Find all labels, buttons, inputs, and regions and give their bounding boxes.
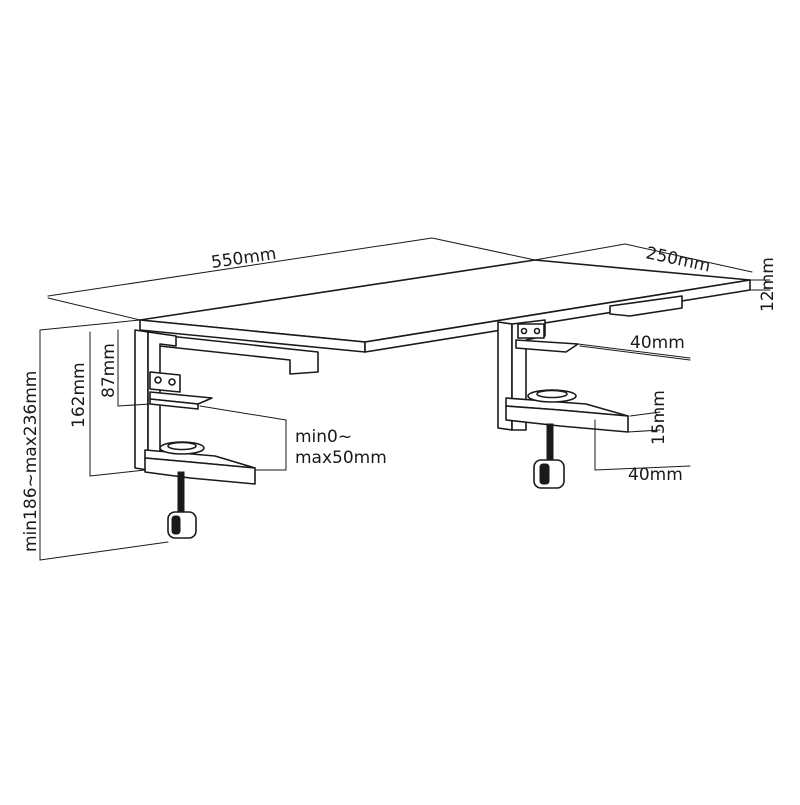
foot-width-label: 40mm: [628, 465, 683, 485]
dimension-lines: [39, 237, 771, 561]
thickness-label: 12mm: [758, 257, 778, 312]
pad-height-label: 15mm: [649, 390, 669, 445]
width-label: 550mm: [210, 244, 278, 273]
left-clamp: [134, 329, 256, 539]
total-height-label: min186~max236mm: [21, 371, 41, 552]
foot-height-label: 162mm: [69, 362, 89, 428]
clamp-range-label-2: max50mm: [295, 448, 387, 468]
shelf-board: [139, 259, 751, 375]
support-height-label: 87mm: [99, 343, 119, 398]
right-clamp: [497, 319, 629, 489]
clamp-range-label-1: min0~: [295, 427, 352, 447]
bracket-width-label: 40mm: [630, 333, 685, 353]
